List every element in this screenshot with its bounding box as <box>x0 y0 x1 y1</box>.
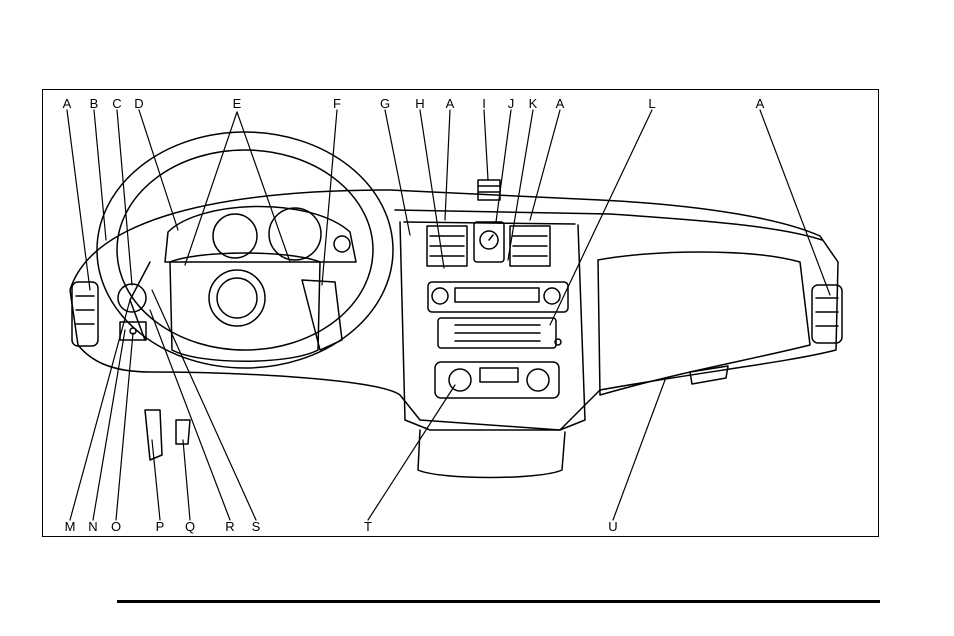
callout-s: S <box>248 520 264 533</box>
side-vents <box>72 282 842 346</box>
callout-a-left-vent: A <box>59 97 75 110</box>
callout-a-right-vent: A <box>752 97 768 110</box>
callout-f: F <box>329 97 345 110</box>
callout-a-center-vent-right: A <box>552 97 568 110</box>
callout-t: T <box>360 520 376 533</box>
callout-o: O <box>108 520 124 533</box>
callout-p: P <box>152 520 168 533</box>
callout-a-center-vent-left: A <box>442 97 458 110</box>
callout-j: J <box>503 97 519 110</box>
callout-d: D <box>131 97 147 110</box>
steering-wheel <box>97 132 393 368</box>
callout-m: M <box>62 520 78 533</box>
callout-e: E <box>229 97 245 110</box>
callout-g: G <box>377 97 393 110</box>
callout-n: N <box>85 520 101 533</box>
callout-k: K <box>525 97 541 110</box>
callout-r: R <box>222 520 238 533</box>
callout-b: B <box>86 97 102 110</box>
callout-i: I <box>476 97 492 110</box>
footer-rule <box>117 600 880 603</box>
callout-h: H <box>412 97 428 110</box>
callout-l: L <box>644 97 660 110</box>
leader-lines <box>67 110 830 520</box>
center-stack <box>400 180 585 478</box>
callout-u: U <box>605 520 621 533</box>
callout-c: C <box>109 97 125 110</box>
callout-q: Q <box>182 520 198 533</box>
